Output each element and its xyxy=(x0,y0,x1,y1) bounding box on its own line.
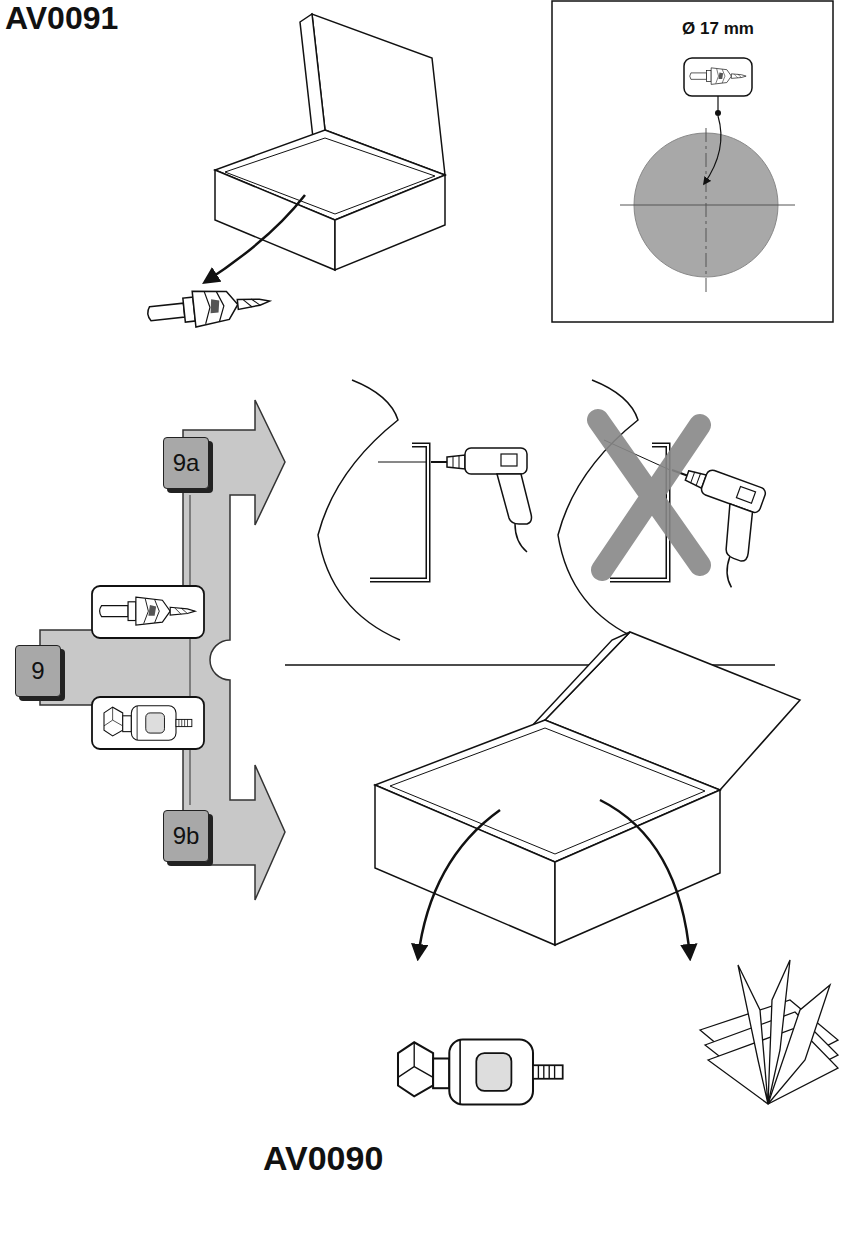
drilling-wrong xyxy=(558,380,771,640)
open-box-part xyxy=(300,14,325,138)
step-number: 9a xyxy=(173,451,200,475)
tool-icon-part xyxy=(92,697,204,749)
part-number: AV0090 xyxy=(263,1140,383,1177)
diameter-panel-part xyxy=(552,1,833,322)
diameter-panel-part xyxy=(704,116,721,184)
tool-icon-part xyxy=(100,597,196,625)
open-box-part xyxy=(555,790,720,945)
countersink-bit xyxy=(146,283,272,332)
diameter-panel-part xyxy=(715,110,721,116)
tool-icon-part xyxy=(92,586,204,638)
tool-icon xyxy=(92,586,204,749)
band-line xyxy=(190,495,191,805)
remove-arrow xyxy=(418,810,500,958)
step-box: 9 xyxy=(15,645,61,697)
remove-arrow xyxy=(205,195,305,282)
open-box-part xyxy=(375,785,555,945)
step-number: 9b xyxy=(173,824,200,848)
drilling-correct-part xyxy=(370,445,428,580)
drilling-correct xyxy=(318,380,532,640)
part-number: AV0091 xyxy=(5,1,118,36)
drilling-correct-part xyxy=(378,462,426,463)
tool-icon-part xyxy=(104,706,192,741)
open-box xyxy=(375,632,800,945)
step-number: 9 xyxy=(31,659,44,683)
drilling-correct-part xyxy=(318,380,400,640)
instruction-sheets-part xyxy=(738,965,768,1104)
drilling-correct-part xyxy=(370,445,428,580)
step-box: 9a xyxy=(163,437,209,489)
puller-tool xyxy=(398,1040,563,1105)
step-box: 9b xyxy=(163,810,209,862)
diameter-panel xyxy=(552,1,833,322)
diameter-panel-part xyxy=(620,205,795,206)
diameter-panel-part xyxy=(690,68,746,85)
diameter-panel-part xyxy=(717,96,718,111)
branch-band xyxy=(40,400,285,900)
diameter-panel-part xyxy=(684,58,752,96)
drilling-wrong-part xyxy=(598,420,700,570)
open-box-part xyxy=(530,632,630,728)
drilling-correct-part xyxy=(431,448,532,552)
instruction-sheets-part xyxy=(768,985,830,1104)
dimension: Ø 17 mm xyxy=(682,20,754,39)
open-box xyxy=(215,14,445,270)
diameter-panel-part xyxy=(706,128,707,292)
open-box-part xyxy=(215,170,335,270)
remove-arrow xyxy=(600,800,690,958)
instruction-sheets xyxy=(700,960,838,1104)
open-box-part xyxy=(335,175,445,270)
